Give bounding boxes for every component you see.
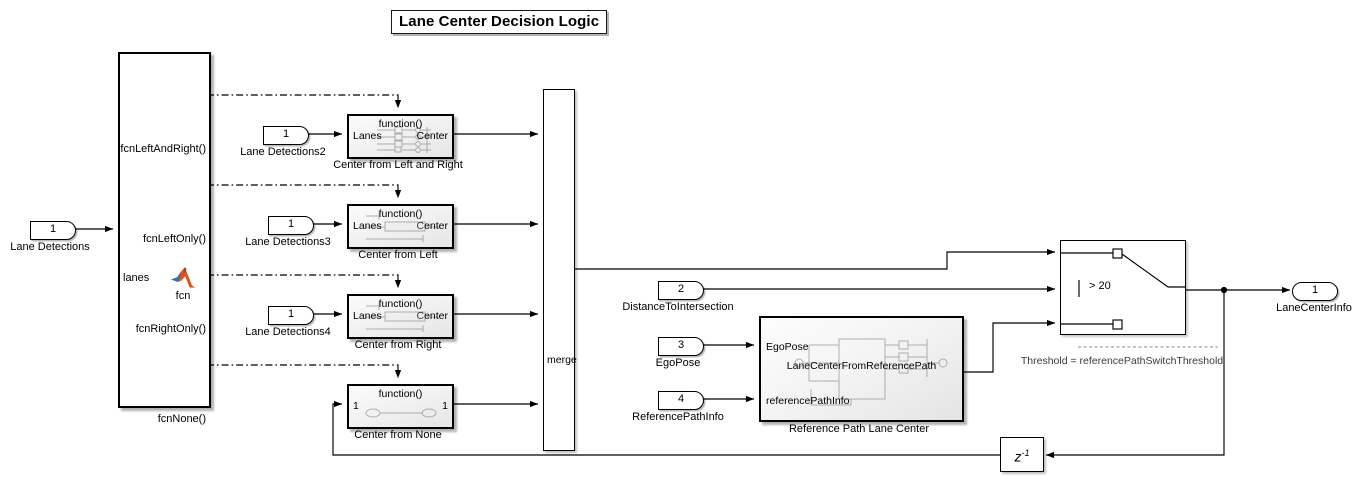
subsystem-center-from-none[interactable]: function() 1 1 bbox=[347, 384, 454, 429]
lane-detection-function-splitter[interactable]: lanes fcn fcnLeftAndRight() fcnLeftOnly(… bbox=[118, 52, 211, 425]
subsystem-center-from-left-and-right[interactable]: function() Lanes Center bbox=[347, 114, 454, 159]
subsystem-input-port-label: Lanes bbox=[353, 220, 382, 232]
inport-lane-detections-label: Lane Detections bbox=[10, 241, 90, 253]
inport-reference-path-info-label: ReferencePathInfo bbox=[632, 411, 724, 423]
subsystem-input-port-label: Lanes bbox=[353, 130, 382, 142]
subsystem-function-label: function() bbox=[378, 118, 423, 130]
subsystem-input-port-label: Lanes bbox=[353, 310, 382, 322]
inport-distance-to-intersection-label: DistanceToIntersection bbox=[622, 301, 734, 313]
inport-lane-detections[interactable]: 1 bbox=[30, 221, 76, 240]
subsystem-function-label: function() bbox=[378, 208, 423, 220]
merge-label: merge bbox=[547, 354, 577, 366]
subsystem-preview-icon bbox=[366, 303, 440, 332]
switch-arm-icon bbox=[1061, 248, 1185, 330]
inport-lane-detections4-label: Lane Detections4 bbox=[245, 326, 331, 338]
switch-criteria-label: > 20 bbox=[1089, 280, 1111, 292]
switch-threshold-annotation: Threshold = referencePathSwitchThreshold bbox=[1020, 355, 1224, 367]
subsystem-output-port-label: 1 bbox=[442, 400, 448, 412]
subsystem-caption-reference-path-lane-center: Reference Path Lane Center bbox=[788, 423, 930, 435]
matlab-fcn-icon bbox=[171, 267, 195, 288]
subsystem-function-label: function() bbox=[378, 388, 423, 400]
merge-block[interactable]: merge bbox=[543, 89, 577, 451]
subsystem-function-label: function() bbox=[378, 298, 423, 310]
inport-ego-pose[interactable]: 3 bbox=[658, 337, 704, 356]
subsystem-caption-center-from-left: Center from Left bbox=[358, 249, 438, 261]
subsystem-preview-icon bbox=[377, 126, 431, 153]
subsystem-preview-icon bbox=[794, 338, 948, 406]
splitter-output-fcnleftandright: fcnLeftAndRight() bbox=[120, 143, 206, 155]
subsystem-preview-icon bbox=[365, 408, 437, 418]
subsystem-caption-center-from-right: Center from Right bbox=[354, 339, 442, 351]
splitter-output-fcnnone: fcnNone() bbox=[157, 413, 206, 425]
inport-lane-detections2-label: Lane Detections2 bbox=[240, 146, 326, 158]
inport-reference-path-info[interactable]: 4 bbox=[658, 391, 704, 410]
switch-block[interactable]: > 20 bbox=[1060, 240, 1186, 335]
subsystem-center-from-left[interactable]: function() Lanes Center bbox=[347, 204, 454, 249]
subsystem-center-from-right[interactable]: function() Lanes Center bbox=[347, 294, 454, 339]
outport-lane-center-info-label: LaneCenterInfo bbox=[1276, 302, 1352, 314]
splitter-input-label: lanes bbox=[123, 272, 150, 284]
subsystem-caption-center-from-none: Center from None bbox=[354, 429, 442, 441]
outport-lane-center-info[interactable]: 1 bbox=[1292, 282, 1338, 301]
refsys-input-referencepathinfo: referencePathInfo bbox=[766, 395, 850, 407]
inport-distance-to-intersection[interactable]: 2 bbox=[658, 281, 704, 300]
inport-ego-pose-label: EgoPose bbox=[655, 357, 701, 369]
subsystem-output-port-label: Center bbox=[416, 310, 448, 322]
delay-exponent-label: -1 bbox=[1021, 448, 1030, 458]
splitter-output-fcnleftonly: fcnLeftOnly() bbox=[143, 233, 206, 245]
switch-annotation-divider bbox=[1078, 346, 1218, 348]
subsystem-output-port-label: Center bbox=[416, 130, 448, 142]
inport-lane-detections2[interactable]: 1 bbox=[263, 126, 309, 145]
inport-lane-detections3[interactable]: 1 bbox=[268, 216, 314, 235]
subsystem-reference-path-lane-center[interactable]: EgoPose referencePathInfo LaneCenterFrom… bbox=[759, 316, 964, 422]
inport-lane-detections4[interactable]: 1 bbox=[268, 306, 314, 325]
inport-lane-detections3-label: Lane Detections3 bbox=[245, 236, 331, 248]
page-title: Lane Center Decision Logic bbox=[391, 10, 608, 34]
subsystem-caption-center-from-left-and-right: Center from Left and Right bbox=[333, 159, 463, 171]
delay-z-label: z bbox=[1014, 448, 1022, 465]
splitter-output-fcnrightonly: fcnRightOnly() bbox=[135, 323, 206, 335]
unit-delay-block[interactable]: z-1 bbox=[1000, 437, 1044, 472]
refsys-inner-label: LaneCenterFromReferencePath bbox=[786, 360, 937, 372]
splitter-fcn-name: fcn bbox=[175, 290, 191, 302]
subsystem-preview-icon bbox=[366, 213, 440, 242]
refsys-input-egopose: EgoPose bbox=[766, 341, 809, 353]
subsystem-output-port-label: Center bbox=[416, 220, 448, 232]
subsystem-input-port-label: 1 bbox=[353, 400, 359, 412]
